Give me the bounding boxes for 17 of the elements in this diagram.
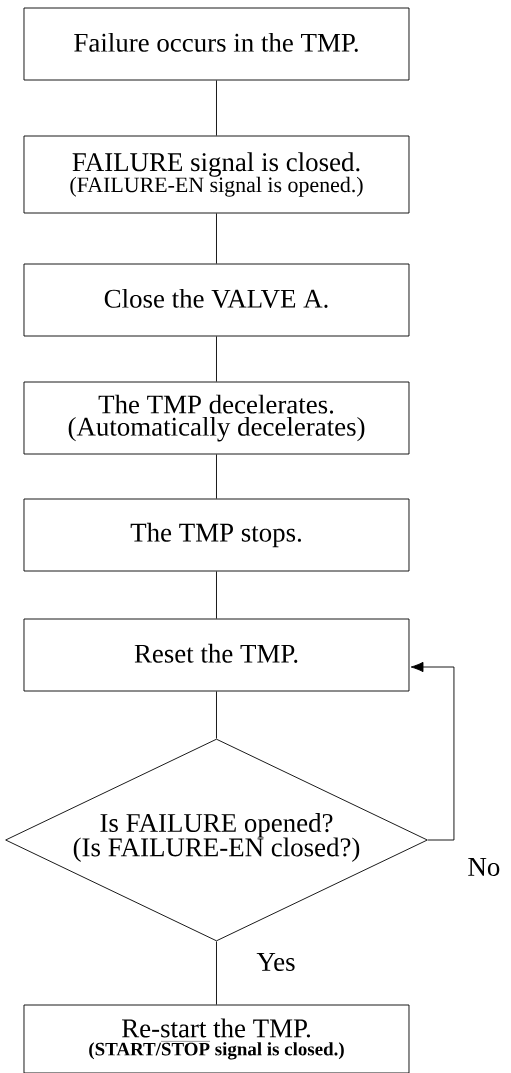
connector-line xyxy=(216,691,217,739)
connector-line xyxy=(216,213,217,264)
process-box: The TMP decelerates. (Automatically decelerates) xyxy=(23,381,410,455)
connector-line xyxy=(216,336,217,382)
edge-label: No xyxy=(468,858,500,876)
connector-line xyxy=(216,454,217,499)
process-box: Close the VALVE A. xyxy=(23,263,410,337)
connector-line xyxy=(216,941,217,1005)
process-box: Reset the TMP. xyxy=(23,618,410,692)
arrow xyxy=(410,661,455,841)
process-box: Failure occurs in the TMP. xyxy=(23,7,410,81)
connector-line xyxy=(216,571,217,619)
process-box: The TMP stops. xyxy=(23,498,410,572)
process-box: FAILURE signal is closed. (FAILURE-EN signal is opened.) xyxy=(23,135,410,214)
process-box: Re-start the TMP. $\textbf{(START/}\overline{\textbf{STOP}}\textbf{ signal is closed.)}$ xyxy=(23,1004,410,1073)
connector-line xyxy=(216,80,217,136)
edge-label: Yes xyxy=(256,953,295,971)
